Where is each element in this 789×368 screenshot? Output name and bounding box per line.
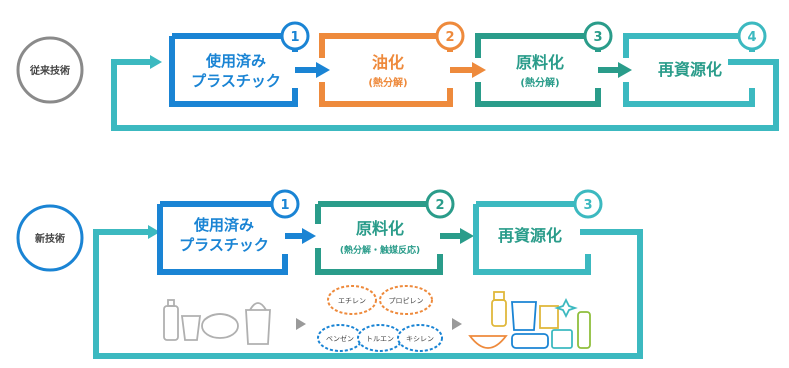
chemical-ethylene: エチレン (338, 297, 366, 305)
new-step-3: 3 再資源化 (473, 189, 603, 275)
chemical-benzene: ベンゼン (326, 334, 354, 343)
loop-arrowhead-icon (148, 225, 160, 239)
new-step-2: 2 原料化 (熱分解・触媒反応) (315, 189, 474, 275)
step-number-badge (583, 21, 613, 51)
step-number: 4 (747, 30, 756, 45)
plastic-waste-icon (163, 299, 271, 345)
step-sub: (熱分解・触媒反応) (340, 244, 420, 256)
step-number-badge (270, 189, 300, 219)
step-number: 1 (290, 30, 299, 45)
arrow-right-icon (316, 62, 330, 78)
step-number-badge (573, 189, 603, 219)
conventional-loop (111, 59, 779, 131)
step-label-line2: プラスチック (179, 236, 269, 254)
conventional-label-circle (16, 36, 84, 104)
step-number-badge (435, 21, 465, 51)
chemical-xylene: キシレン (406, 335, 434, 343)
arrow-right-icon (618, 62, 632, 78)
step-label: 油化 (372, 53, 404, 72)
conventional-step-3: 3 原料化 (熱分解) (475, 21, 632, 107)
chemical-propylene: プロピレン (389, 297, 424, 305)
step-sub: (熱分解) (368, 76, 407, 89)
chemical-toluene: トルエン (366, 335, 394, 343)
new-label-circle (16, 204, 84, 272)
new-step-1: 1 使用済み プラスチック (157, 189, 316, 275)
conventional-step-1: 1 使用済み プラスチック (169, 21, 330, 107)
step-number: 1 (280, 198, 289, 213)
arrow-right-icon (460, 228, 474, 244)
step-number: 3 (583, 198, 592, 213)
step-label: 再資源化 (498, 226, 562, 245)
recycled-products-icon (468, 291, 591, 349)
arrow-right-icon (452, 318, 462, 330)
step-number: 2 (445, 30, 454, 45)
step-number: 3 (593, 30, 602, 45)
step-number-badge (425, 189, 455, 219)
step-label: 使用済み (205, 52, 266, 70)
step-label: 使用済み (193, 216, 254, 234)
step-number-badge (280, 21, 310, 51)
chemical-cloud-icon: エチレン プロピレン ベンゼン トルエン キシレン (317, 285, 443, 352)
step-label: 原料化 (516, 53, 564, 72)
step-number: 2 (435, 198, 444, 213)
new-label: 新技術 (35, 232, 65, 245)
new-loop (93, 229, 643, 359)
step-sub: (熱分解) (520, 76, 559, 89)
arrow-right-icon (296, 318, 306, 330)
new-row: 新技術 1 使用済み プラスチック 2 原料化 (熱分解・触媒反応) (16, 189, 643, 359)
arrow-right-icon (472, 62, 486, 78)
conventional-label: 従来技術 (29, 64, 70, 77)
conventional-row: 従来技術 1 使用済み プラスチック 2 油化 (熱分解) (16, 21, 779, 131)
arrow-right-icon (302, 228, 316, 244)
step-number-badge (737, 21, 767, 51)
step-label: 再資源化 (658, 60, 722, 79)
step-label: 原料化 (356, 219, 404, 238)
step-label-line2: プラスチック (191, 72, 281, 90)
conventional-step-4: 4 再資源化 (623, 21, 767, 107)
loop-arrowhead-icon (150, 55, 162, 69)
conventional-step-2: 2 油化 (熱分解) (319, 21, 486, 107)
